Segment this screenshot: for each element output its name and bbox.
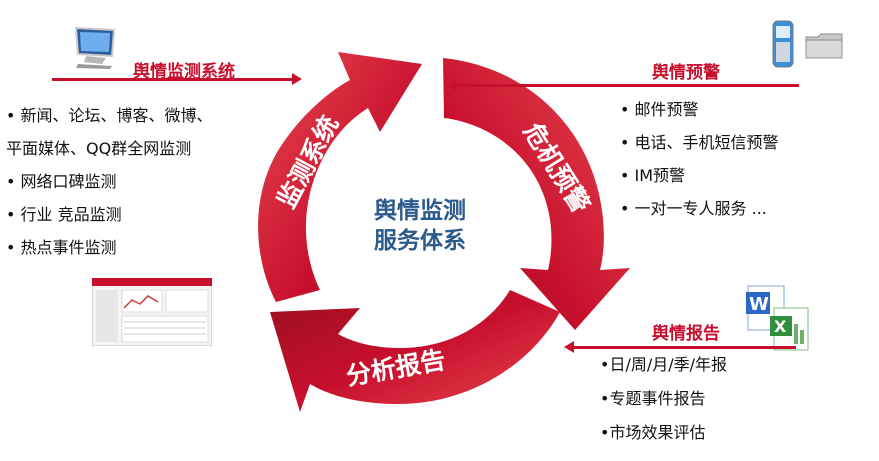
list-item: • 行业 竞品监测 [6, 205, 122, 224]
list-item: • 电话、手机短信预警 [620, 133, 779, 152]
warning-arrow [456, 84, 799, 87]
center-title-line2: 服务体系 [374, 228, 466, 254]
monitoring-system-title: 舆情监测系统 [133, 62, 235, 82]
mobile-phone-icon [772, 20, 794, 68]
warning-title: 舆情预警 [652, 63, 720, 83]
list-item: 平面媒体、QQ群全网监测 [6, 139, 192, 158]
monitoring-arrow-head [292, 73, 302, 85]
monitor-icon [74, 26, 116, 69]
list-item: • 新闻、论坛、博客、微博、 [6, 106, 213, 125]
center-title-line1: 舆情监测 [374, 198, 466, 224]
list-item: • 一对一专人服务 ... [620, 199, 767, 218]
report-arrow-head [564, 341, 574, 353]
report-arrow [574, 346, 796, 349]
warning-arrow-head [446, 79, 456, 91]
word-excel-icon: W X [746, 285, 809, 351]
svg-text:W: W [749, 294, 769, 315]
list-item: •市场效果评估 [600, 423, 706, 442]
monitoring-list: • 新闻、论坛、博客、微博、 平面媒体、QQ群全网监测 • 网络口碑监测 • 行… [6, 99, 213, 264]
system-screenshot-thumbnail [92, 278, 212, 346]
folder-icon [805, 33, 843, 59]
report-list: •日/周/月/季/年报 •专题事件报告 •市场效果评估 [600, 348, 727, 450]
list-item: • 邮件预警 [620, 100, 699, 119]
report-title: 舆情报告 [652, 324, 720, 344]
warning-list: • 邮件预警 • 电话、手机短信预警 • IM预警 • 一对一专人服务 ... [620, 93, 779, 225]
list-item: • 热点事件监测 [6, 238, 117, 257]
list-item: •专题事件报告 [600, 389, 706, 408]
arc-report [270, 290, 560, 412]
list-item: •日/周/月/季/年报 [600, 355, 728, 374]
list-item: • 网络口碑监测 [6, 172, 117, 191]
list-item: • IM预警 [620, 166, 686, 185]
svg-text:X: X [774, 317, 787, 336]
monitoring-arrow [52, 78, 297, 81]
arc-monitoring [258, 52, 422, 302]
center-title: 舆情监测 服务体系 [350, 196, 490, 256]
arc-warning [443, 58, 630, 330]
